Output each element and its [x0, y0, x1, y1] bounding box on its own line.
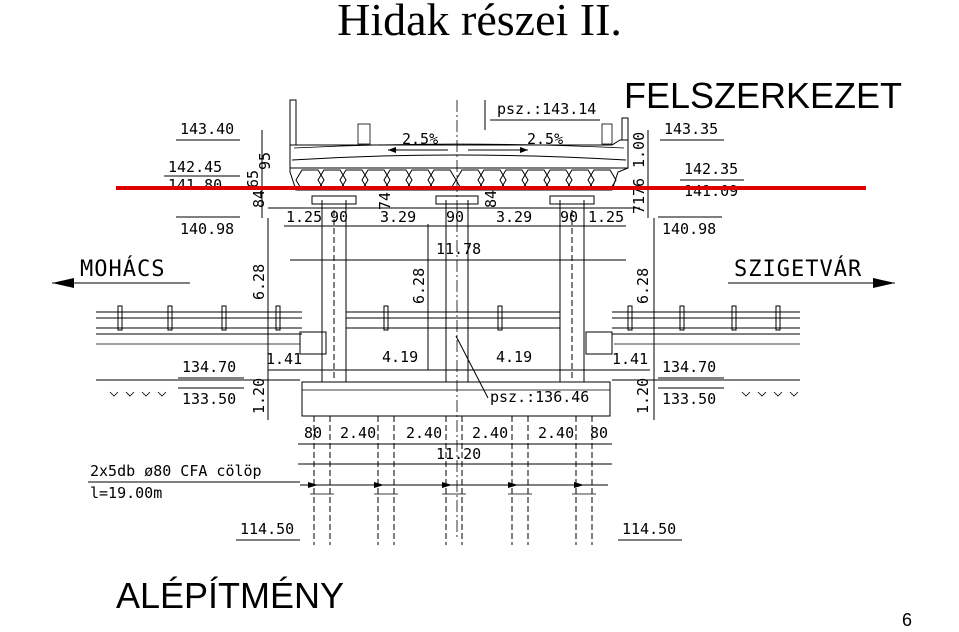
vdim-right-3: 71 — [630, 196, 648, 214]
pile-dim-4: 2.40 — [472, 424, 508, 442]
guardrail-left — [96, 305, 302, 345]
deck-dim-1: 74 — [376, 192, 394, 210]
pile-dim-3: 2.40 — [406, 424, 442, 442]
pile-dim-5: 2.40 — [538, 424, 574, 442]
span-dim-3: 3.29 — [380, 208, 416, 226]
slide-title: Hidak részei II. — [337, 0, 622, 45]
span-dim-2: 90 — [330, 208, 348, 226]
slope-right: 2.5% — [527, 130, 563, 148]
total-width: 11.78 — [436, 240, 481, 258]
slope-left: 2.5% — [402, 130, 438, 148]
slope-markers: 2.5% 2.5% — [388, 130, 563, 153]
level-left-5: 134.70 — [182, 358, 236, 376]
level-left-3: 141.80 — [168, 176, 222, 194]
piles — [300, 416, 608, 545]
deck-dim-2: 84 — [482, 190, 500, 208]
level-left-4: 140.98 — [180, 220, 234, 238]
direction-left-label: MOHÁCS — [80, 256, 165, 282]
pile-note-line1: 2x5db ø80 CFA cölöp — [90, 462, 262, 480]
pile-dim-6: 80 — [590, 424, 608, 442]
pile-dim-1: 80 — [304, 424, 322, 442]
abutment-left — [299, 331, 327, 355]
level-right-2: 142.35 — [684, 160, 738, 178]
vdim-right-4: 6.28 — [634, 268, 652, 304]
right-vertical-dims: 1.00 76 71 6.28 1.20 — [630, 130, 655, 420]
cap-dim-4: 1.41 — [612, 350, 648, 368]
vdim-left-1: 95 — [256, 152, 274, 170]
direction-left: MOHÁCS — [52, 256, 190, 288]
level-left-7: 114.50 — [240, 520, 294, 538]
level-right-7: 114.50 — [622, 520, 676, 538]
level-left-1: 143.40 — [180, 120, 234, 138]
ground-lines — [96, 379, 800, 397]
crown-level: psz.:143.14 — [497, 100, 596, 118]
span-dims: 1.25 90 3.29 90 3.29 90 1.25 11.78 — [284, 208, 626, 261]
right-levels: 143.35 142.35 141.09 140.98 134.70 133.5… — [618, 120, 744, 541]
left-levels: 143.40 142.45 141.80 140.98 134.70 133.5… — [164, 120, 300, 541]
vdim-right-5: 1.20 — [634, 378, 652, 414]
span-dim-5: 3.29 — [496, 208, 532, 226]
pile-note-line2: l=19.00m — [90, 484, 162, 502]
vdim-left-5: 1.20 — [250, 378, 268, 414]
cap-dim-3: 4.19 — [496, 348, 532, 366]
superstructure-label: FELSZERKEZET — [624, 75, 903, 116]
level-right-4: 140.98 — [662, 220, 716, 238]
abutment-right — [585, 331, 613, 355]
substructure-label: ALÉPÍTMÉNY — [116, 575, 345, 616]
pile-total: 11.20 — [436, 445, 481, 463]
guardrail-right — [612, 305, 800, 345]
span-dim-4: 90 — [446, 208, 464, 226]
page-number: 6 — [902, 610, 913, 630]
cap-dim-1: 1.41 — [266, 350, 302, 368]
span-dim-7: 1.25 — [588, 208, 624, 226]
level-right-5: 134.70 — [662, 358, 716, 376]
pile-dims: 80 2.40 2.40 2.40 2.40 80 11.20 — [298, 424, 612, 465]
level-right-3: 141.09 — [684, 182, 738, 200]
pile-dim-2: 2.40 — [340, 424, 376, 442]
guardrail-middle — [346, 305, 560, 331]
level-right-6: 133.50 — [662, 390, 716, 408]
vdim-left-4: 6.28 — [250, 264, 268, 300]
direction-right-label: SZIGETVÁR — [734, 256, 862, 282]
direction-right: SZIGETVÁR — [728, 256, 895, 288]
cap-dims: 1.41 4.19 4.19 1.41 — [266, 348, 650, 371]
left-vertical-dims: 95 65 84 6.28 1.20 — [244, 130, 274, 420]
pile-cap — [301, 381, 611, 417]
level-right-1: 143.35 — [664, 120, 718, 138]
level-left-2: 142.45 — [168, 158, 222, 176]
vdim-left-3: 84 — [250, 190, 268, 208]
center-height: 6.28 — [410, 268, 428, 304]
vdim-left-2: 65 — [244, 170, 262, 188]
span-dim-1: 1.25 — [286, 208, 322, 226]
vdim-right-1: 1.00 — [630, 132, 648, 168]
foundation-level: psz.:136.46 — [490, 388, 589, 406]
pier-columns — [268, 195, 640, 382]
cap-dim-2: 4.19 — [382, 348, 418, 366]
span-dim-6: 90 — [560, 208, 578, 226]
level-left-6: 133.50 — [182, 390, 236, 408]
